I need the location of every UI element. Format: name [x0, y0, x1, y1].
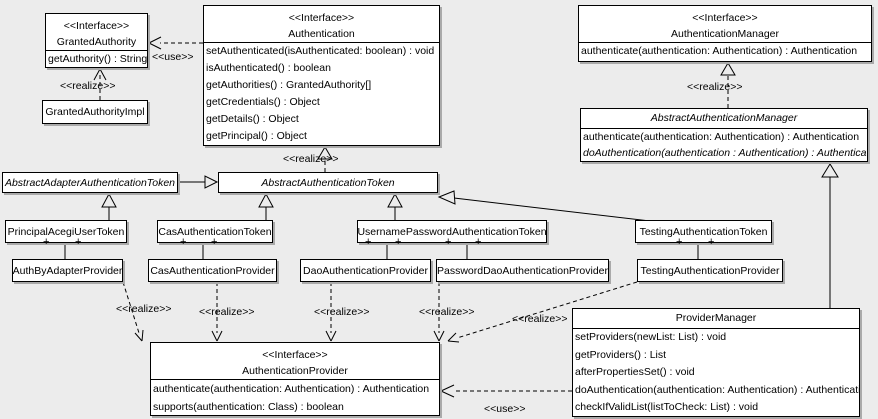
class-cas-authentication-provider: CasAuthenticationProvider — [148, 259, 277, 282]
class-name: TestingAuthenticationProvider — [640, 264, 780, 277]
class-username-password-authentication-token: UsernamePasswordAuthenticationToken — [357, 220, 547, 243]
class-granted-authority: <<Interface>> GrantedAuthority getAuthor… — [45, 13, 148, 68]
association-end-label: + — [445, 236, 452, 248]
method-row: getCredentials() : Object — [206, 96, 320, 108]
generalization-testingtoken — [437, 190, 651, 222]
realize-label: <<realize>> — [314, 306, 370, 318]
class-testing-authentication-provider: TestingAuthenticationProvider — [637, 259, 783, 282]
use-arrow-authentication-to-grantedauthority — [148, 36, 203, 50]
method-row: authenticate(authentication: Authenticat… — [153, 383, 430, 395]
method-row: doAuthentication(authentication : Authen… — [583, 147, 867, 159]
association-end-label: + — [211, 236, 218, 248]
method-row: setAuthenticated(isAuthenticated: boolea… — [206, 45, 435, 57]
method-row: authenticate(authentication: Authenticat… — [583, 131, 860, 143]
class-name: AuthByAdapterProvider — [12, 264, 123, 277]
generalization-castoken — [258, 192, 274, 220]
class-principal-acegi-user-token: PrincipalAcegiUserToken — [5, 220, 127, 243]
realize-label: <<realize>> — [60, 80, 116, 92]
class-testing-authentication-token: TestingAuthenticationToken — [635, 220, 772, 243]
method-row: getDetails() : Object — [206, 113, 299, 125]
use-arrow-providermanager-to-authenticationprovider — [440, 384, 572, 398]
realize-label: <<realize>> — [512, 313, 568, 325]
association-end-label: + — [75, 236, 82, 248]
method-row: isAuthenticated() : boolean — [206, 62, 331, 74]
association-end-label: + — [395, 236, 402, 248]
method-row: afterPropertiesSet() : void — [575, 366, 695, 379]
class-name: AbstractAdapterAuthenticationToken — [4, 176, 176, 189]
class-name: GrantedAuthorityImpl — [45, 106, 145, 118]
class-name: AuthenticationManager — [671, 28, 779, 40]
class-name: PasswordDaoAuthenticationProvider — [437, 264, 609, 277]
method-row: getAuthorities() : GrantedAuthority[] — [206, 79, 372, 91]
class-name: PrincipalAcegiUserToken — [7, 225, 125, 238]
stereotype-label: <<Interface>> — [288, 12, 355, 24]
class-name: CasAuthenticationProvider — [150, 264, 275, 277]
association-end-label: + — [708, 236, 715, 248]
class-name: UsernamePasswordAuthenticationToken — [357, 225, 547, 238]
class-granted-authority-impl: GrantedAuthorityImpl — [42, 100, 148, 124]
realize-label: <<realize>> — [283, 153, 339, 165]
generalization-usernamepasswordtoken — [387, 192, 403, 220]
method-row: doAuthentication(authentication: Authent… — [575, 383, 859, 396]
class-abstract-authentication-token: AbstractAuthenticationToken — [218, 172, 438, 193]
class-auth-by-adapter-provider: AuthByAdapterProvider — [12, 259, 123, 282]
class-name: TestingAuthenticationToken — [639, 225, 768, 238]
class-name: AuthenticationProvider — [242, 365, 348, 377]
class-name: ProviderManager — [675, 312, 757, 324]
class-authentication-provider: <<Interface>> AuthenticationProvider aut… — [150, 342, 440, 416]
method-row: checkIfValidList(listToCheck: List) : vo… — [575, 401, 759, 414]
class-provider-manager: ProviderManager setProviders(newList: Li… — [572, 308, 860, 417]
class-authentication: <<Interface>> Authentication setAuthenti… — [203, 5, 440, 146]
realize-label: <<realize>> — [199, 306, 255, 318]
stereotype-label: <<Interface>> — [262, 349, 328, 361]
use-label: <<use>> — [152, 51, 194, 63]
class-authentication-manager: <<Interface>> AuthenticationManager auth… — [578, 5, 872, 62]
stereotype-label: <<Interface>> — [692, 12, 758, 24]
class-abstract-adapter-authentication-token: AbstractAdapterAuthenticationToken — [2, 172, 178, 193]
method-row: setProviders(newList: List) : void — [575, 331, 727, 343]
class-name: CasAuthenticationToken — [158, 225, 272, 238]
class-name: Authentication — [288, 28, 355, 40]
class-name: DaoAuthenticationProvider — [303, 264, 428, 277]
method-row: getProviders() : List — [575, 348, 667, 361]
association-end-label: + — [180, 236, 187, 248]
use-label: <<use>> — [484, 403, 526, 415]
class-name: AbstractAuthenticationToken — [261, 176, 395, 189]
realize-label: <<realize>> — [687, 81, 743, 93]
class-cas-authentication-token: CasAuthenticationToken — [157, 220, 273, 243]
generalization-providermanager — [821, 163, 839, 308]
class-password-dao-authentication-provider: PasswordDaoAuthenticationProvider — [436, 259, 609, 282]
realize-label: <<realize>> — [419, 306, 475, 318]
class-abstract-authentication-manager: AbstractAuthenticationManager authentica… — [580, 108, 868, 162]
class-name: GrantedAuthority — [56, 36, 137, 48]
method-row: authenticate(authentication: Authenticat… — [581, 45, 858, 57]
realize-label: <<realize>> — [116, 303, 172, 315]
association-end-label: + — [365, 236, 372, 248]
class-dao-authentication-provider: DaoAuthenticationProvider — [300, 259, 431, 282]
association-end-label: + — [475, 236, 482, 248]
stereotype-label: <<Interface>> — [63, 20, 130, 32]
method-row: getAuthority() : String — [48, 53, 147, 65]
generalization-principaltoken — [101, 192, 117, 220]
class-name: AbstractAuthenticationManager — [650, 112, 798, 124]
method-row: getPrincipal() : Object — [206, 130, 307, 142]
generalization-adaptertoken-to-abstracttoken — [178, 175, 219, 189]
method-row: supports(authentication: Class) : boolea… — [153, 401, 344, 413]
association-end-label: + — [43, 236, 50, 248]
association-end-label: + — [676, 236, 683, 248]
